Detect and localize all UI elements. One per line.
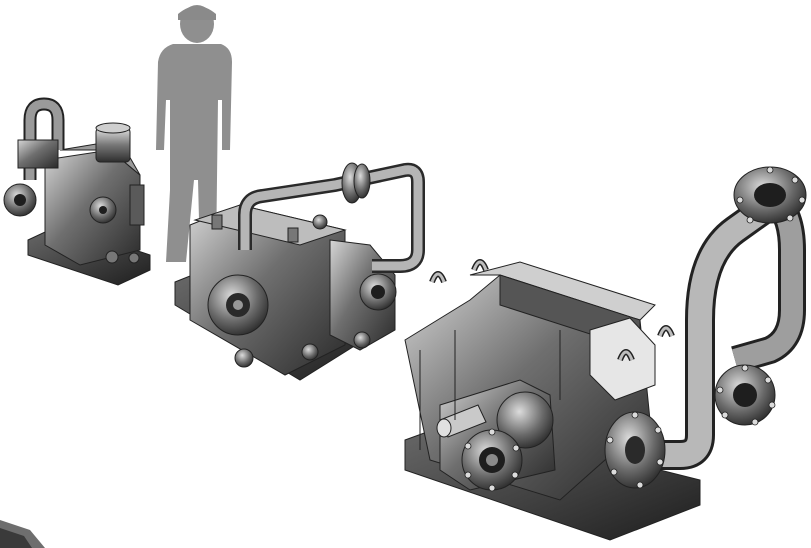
medium-pump-unit (174, 162, 425, 381)
small-pump-unit (3, 97, 151, 286)
large-pump-unit (404, 166, 807, 541)
human-scale-silhouette (156, 5, 232, 262)
floor-shadow (0, 520, 45, 548)
